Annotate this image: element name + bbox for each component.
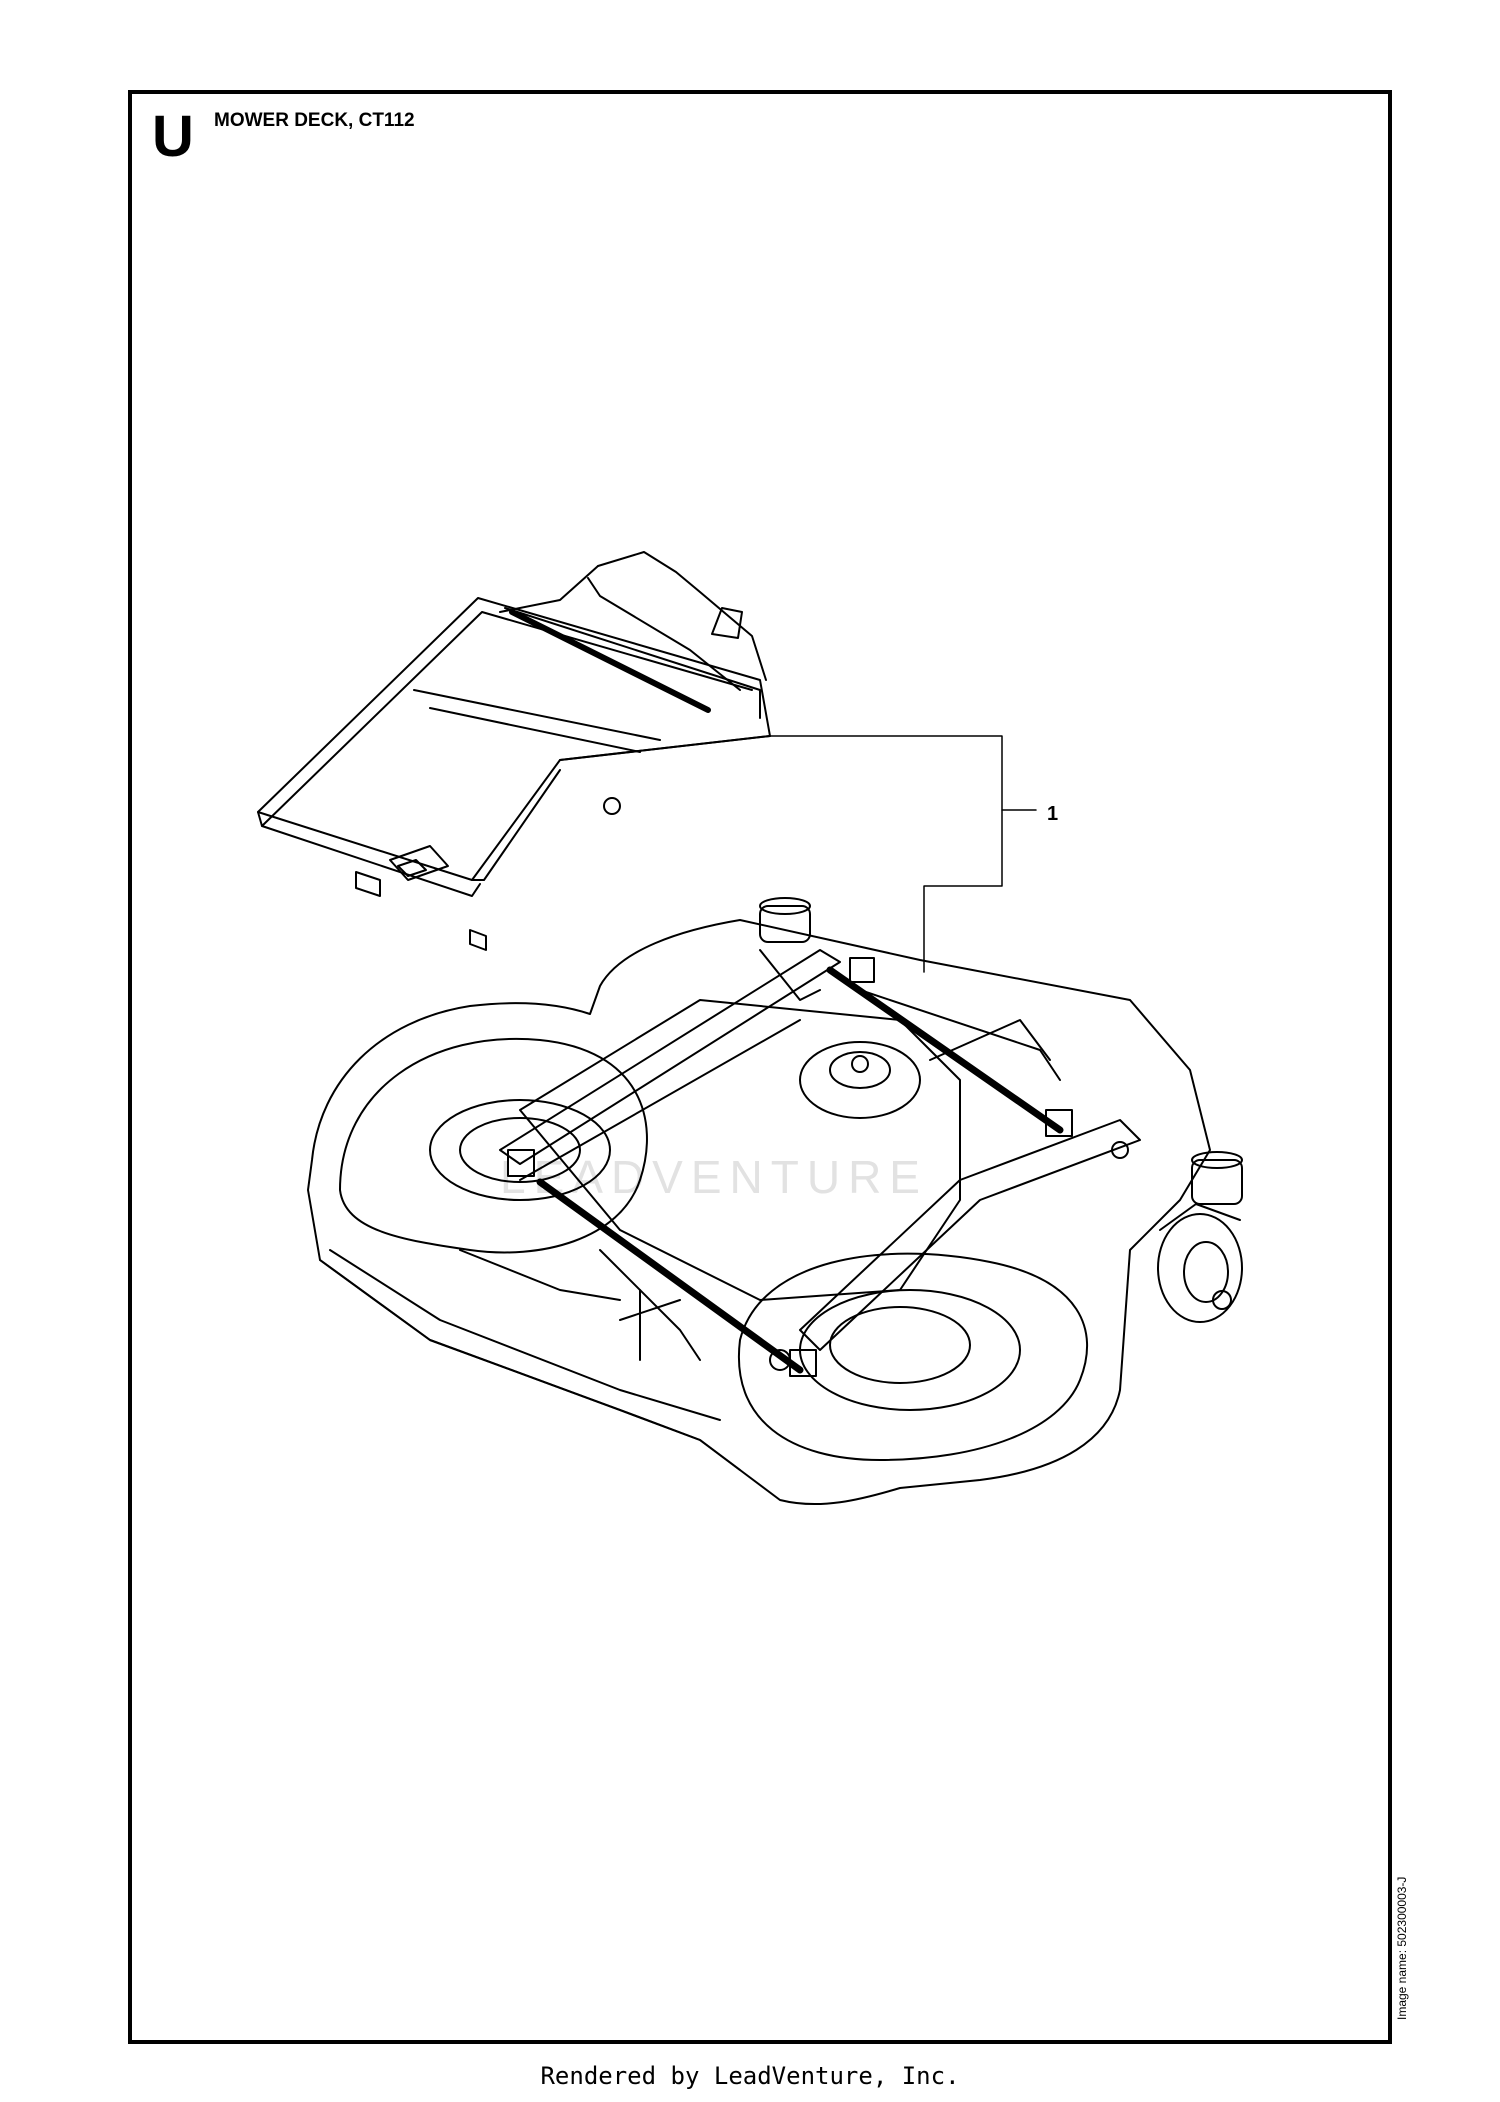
page-title: MOWER DECK, CT112 xyxy=(214,110,415,131)
watermark-text: LEADVENTURE xyxy=(500,1151,928,1203)
gauge-wheels xyxy=(759,897,1243,1323)
section-letter: U xyxy=(152,104,194,169)
deck-linkage xyxy=(499,949,1141,1377)
image-name-label: Image name: 502300003-J xyxy=(1395,1876,1409,2020)
hitch-frame xyxy=(257,551,771,951)
callout-number-1: 1 xyxy=(1047,803,1059,825)
mower-deck xyxy=(307,919,1211,1506)
callout-leader xyxy=(769,735,1037,973)
footer-credit: Rendered by LeadVenture, Inc. xyxy=(540,2062,960,2090)
diagram-frame xyxy=(128,90,1392,2044)
